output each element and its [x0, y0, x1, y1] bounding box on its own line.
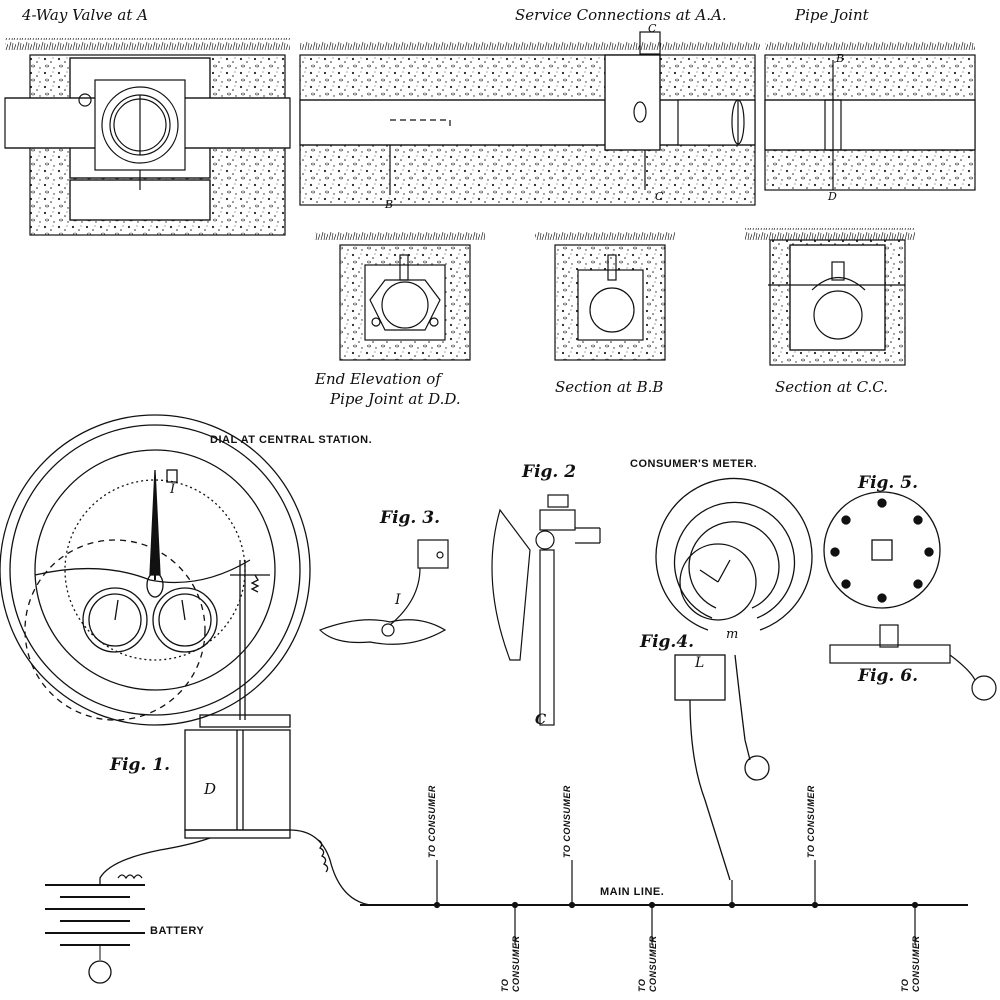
consumer-branches	[433, 860, 919, 945]
fig6-label: Fig. 6.	[858, 666, 918, 686]
letter-l-meter: L	[695, 655, 705, 671]
section-bb-label: Section at B.B	[555, 378, 664, 396]
consumers-meter-label: CONSUMER'S METER.	[630, 458, 758, 470]
section-bb-drawing	[535, 232, 675, 361]
to-consumer-label-3: TO CONSUMER	[806, 785, 816, 858]
consumers-meter-drawing	[655, 477, 813, 881]
letter-d-pipe: D	[828, 190, 837, 203]
end-elevation-label-1: End Elevation of	[315, 370, 441, 388]
to-consumer-label-4-lower: CONSUMER	[511, 935, 521, 992]
fig5-drawing	[823, 491, 941, 609]
pipe-joint-label: Pipe Joint	[795, 6, 869, 24]
to-consumer-label-4-upper: TO	[500, 978, 510, 992]
to-consumer-label-1: TO CONSUMER	[427, 785, 437, 858]
letter-b-service: B	[385, 198, 394, 211]
letter-b-pipe: B	[836, 52, 845, 65]
main-line-label: MAIN LINE.	[600, 886, 665, 898]
pipe-joint-section	[764, 40, 976, 191]
letter-c-service: C	[655, 190, 664, 203]
fig3-label: Fig. 3.	[380, 508, 440, 528]
wiring	[99, 829, 371, 906]
service-connections-section	[299, 31, 760, 206]
fig4-label: Fig.4.	[640, 632, 695, 652]
four-way-valve-label: 4-Way Valve at A	[22, 6, 148, 24]
fig6-drawing	[829, 624, 997, 701]
letter-c-fig2: C	[535, 712, 547, 728]
end-elevation-label-2: Pipe Joint at D.D.	[330, 390, 461, 408]
letter-c-top: C	[648, 22, 657, 35]
dial-central-station-drawing	[0, 414, 311, 726]
letter-d-electromagnet: D	[204, 780, 217, 798]
letter-i-fig3: I	[395, 592, 401, 608]
battery-drawing	[45, 884, 145, 984]
to-consumer-label-2: TO CONSUMER	[562, 785, 572, 858]
four-way-valve-section	[4, 38, 291, 236]
battery-label: BATTERY	[150, 925, 205, 937]
service-connections-label: Service Connections at A.A.	[515, 6, 727, 24]
to-consumer-label-6-lower: CONSUMER	[911, 935, 921, 992]
section-cc-drawing	[745, 228, 915, 366]
to-consumer-label-5-upper: TO	[637, 978, 647, 992]
fig1-label: Fig. 1.	[110, 755, 170, 775]
to-consumer-label-6-upper: TO	[900, 978, 910, 992]
end-elevation-drawing	[315, 232, 485, 361]
fig3-drawing	[318, 539, 449, 645]
fig2-label: Fig. 2	[522, 462, 577, 482]
electromagnet-d-drawing	[184, 714, 291, 839]
to-consumer-label-5-lower: CONSUMER	[648, 935, 658, 992]
fig5-label: Fig. 5.	[858, 473, 918, 493]
dial-central-station-label: DIAL AT CENTRAL STATION.	[210, 434, 373, 446]
section-cc-label: Section at C.C.	[775, 378, 888, 396]
letter-i-dial: I	[170, 482, 176, 497]
letter-m-meter: m	[726, 627, 739, 642]
fig2-drawing	[491, 494, 601, 726]
